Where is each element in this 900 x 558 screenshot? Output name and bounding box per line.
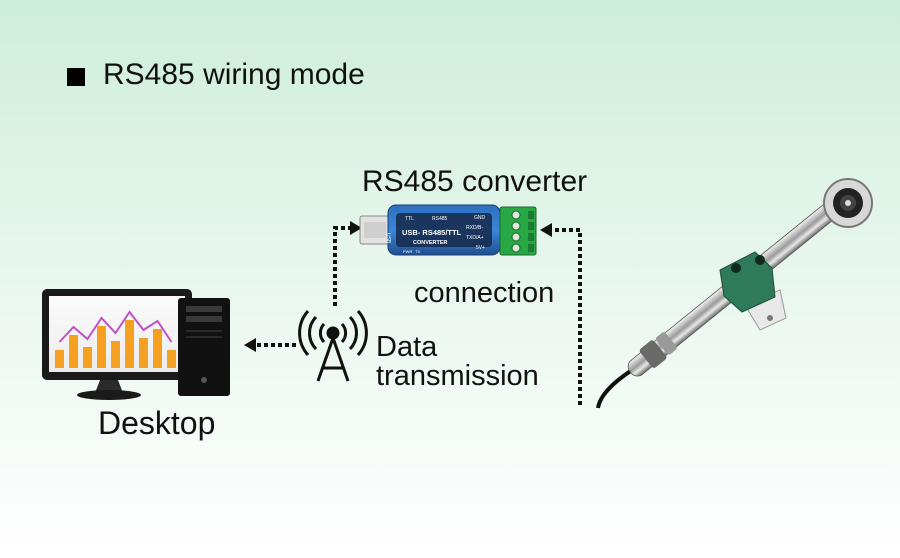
usb-led-tx: TX bbox=[415, 249, 420, 254]
screen-chart-bar bbox=[83, 347, 92, 368]
arrow-into-desktop bbox=[244, 338, 256, 352]
usb-side-label: USB bbox=[385, 233, 391, 244]
screen-chart-bar bbox=[111, 341, 120, 368]
arrow-into-usb bbox=[350, 221, 362, 235]
screen-chart-line bbox=[58, 310, 173, 343]
usb-pin-gnd: GND bbox=[474, 215, 486, 221]
heading-bullet-square bbox=[67, 68, 85, 86]
usb-pin-rxd: RXD/B- bbox=[466, 225, 483, 231]
sensor-rod-device bbox=[596, 178, 873, 409]
usb-pin-5v: 5V+ bbox=[476, 245, 485, 251]
connection-label: connection bbox=[414, 277, 555, 309]
screen-chart-bar bbox=[153, 329, 162, 368]
screen-chart-bar bbox=[167, 350, 176, 368]
usb-body-text: USB- RS485/TTL bbox=[402, 228, 462, 237]
screen-chart bbox=[55, 320, 176, 368]
terminal-block bbox=[499, 206, 537, 256]
pc-tower bbox=[178, 298, 230, 396]
usb-body-subtext: CONVERTER bbox=[413, 240, 448, 246]
desktop-computer bbox=[42, 289, 230, 400]
data-transmission-label-line2: transmission bbox=[376, 360, 539, 392]
usb-top-label-ttl: TTL bbox=[405, 216, 414, 222]
usb-rs485-converter: TTL RS485 USB- RS485/TTL CONVERTER USB P… bbox=[359, 204, 537, 256]
antenna-icon bbox=[298, 310, 368, 382]
usb-top-label-rs485: RS485 bbox=[432, 216, 448, 222]
usb-pin-txd: TXD/A+ bbox=[466, 235, 484, 241]
data-transmission-label-line1: Data bbox=[376, 331, 438, 363]
converter-label: RS485 converter bbox=[362, 165, 588, 198]
screen-chart-bar bbox=[97, 326, 106, 368]
arrow-into-terminal bbox=[540, 223, 552, 237]
connection-dotted-lines bbox=[244, 221, 582, 405]
screen-chart-bar bbox=[125, 320, 134, 368]
screen-chart-bar bbox=[55, 350, 64, 368]
heading-title: RS485 wiring mode bbox=[103, 58, 365, 91]
screen-chart-bar bbox=[69, 335, 78, 368]
usb-led-pwr: PWR bbox=[403, 249, 412, 254]
screen-chart-bar bbox=[139, 338, 148, 368]
desktop-label: Desktop bbox=[98, 405, 216, 441]
green-clamp bbox=[719, 251, 787, 331]
